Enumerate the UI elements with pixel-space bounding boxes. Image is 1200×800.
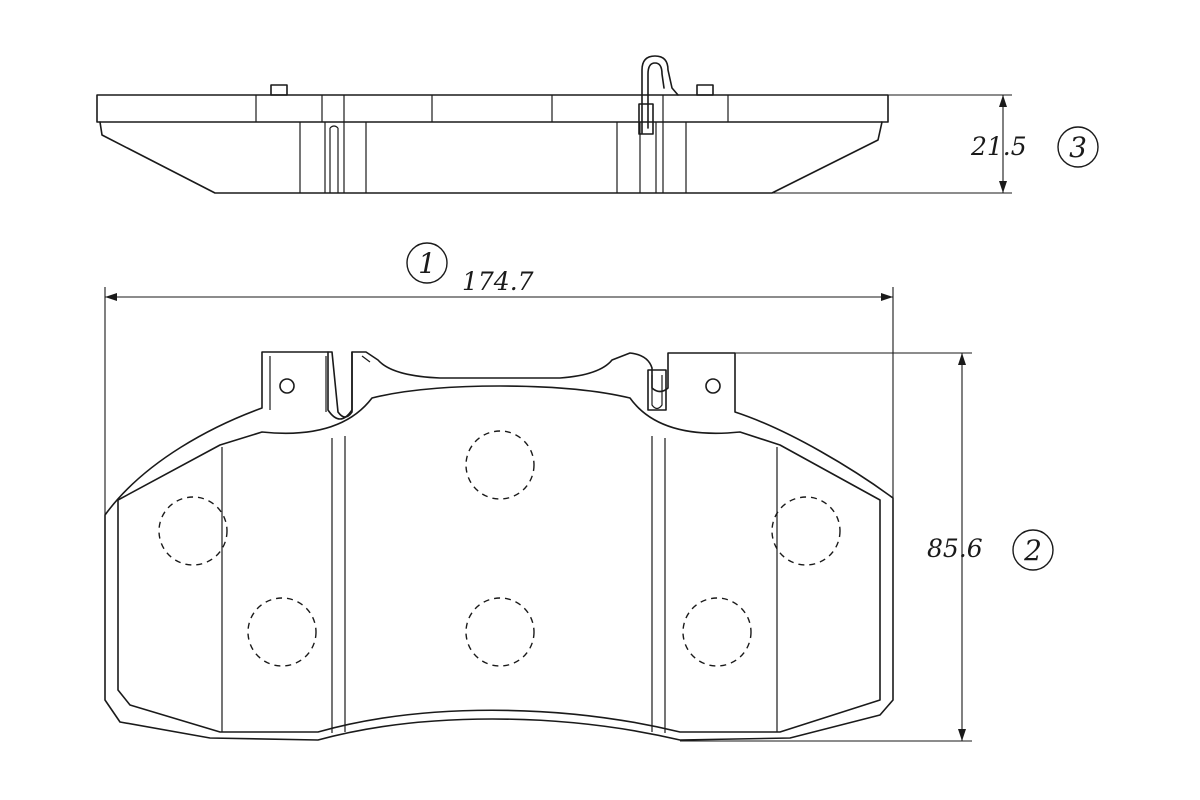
front-view-backing-plate bbox=[104, 351, 894, 741]
side-view-left-lug bbox=[270, 84, 288, 96]
front-view-friction-material bbox=[117, 385, 881, 733]
width-marker-number: 1 bbox=[418, 247, 436, 280]
front-view-slot bbox=[327, 351, 353, 420]
side-view-wear-sensor-clip bbox=[641, 55, 679, 134]
front-view-right-mounting-hole bbox=[705, 378, 721, 394]
side-view-right-lug bbox=[696, 84, 714, 96]
front-view-lug-details bbox=[269, 355, 371, 412]
front-view-left-mounting-hole bbox=[279, 378, 295, 394]
side-view-backing-plate bbox=[96, 94, 889, 123]
thickness-marker-number: 3 bbox=[1069, 131, 1087, 164]
side-view-left-slot bbox=[299, 122, 367, 193]
front-view-wear-sensor bbox=[647, 369, 667, 411]
side-view bbox=[96, 55, 1012, 194]
thickness-value: 21.5 bbox=[970, 132, 1027, 161]
front-view-wear-sensor-wire bbox=[651, 375, 663, 410]
front-view bbox=[104, 351, 894, 741]
side-view-wear-sensor-body bbox=[638, 103, 654, 135]
width-value: 174.7 bbox=[462, 267, 534, 296]
side-view-friction-material bbox=[99, 121, 883, 194]
side-view-right-slot bbox=[616, 122, 687, 193]
height-dimension bbox=[668, 352, 972, 742]
height-marker: 2 bbox=[1012, 529, 1054, 571]
width-marker: 1 bbox=[406, 242, 448, 284]
front-view-grooves bbox=[221, 436, 778, 733]
side-view-plate-segments bbox=[255, 95, 729, 122]
height-value: 85.6 bbox=[927, 534, 983, 563]
height-marker-number: 2 bbox=[1023, 534, 1042, 567]
side-view-wear-sensor-clip-inner bbox=[647, 62, 665, 129]
front-view-piston-circles bbox=[158, 430, 841, 667]
thickness-marker: 3 bbox=[1057, 126, 1099, 168]
width-dimension bbox=[104, 287, 894, 515]
thickness-dimension bbox=[772, 94, 1012, 194]
